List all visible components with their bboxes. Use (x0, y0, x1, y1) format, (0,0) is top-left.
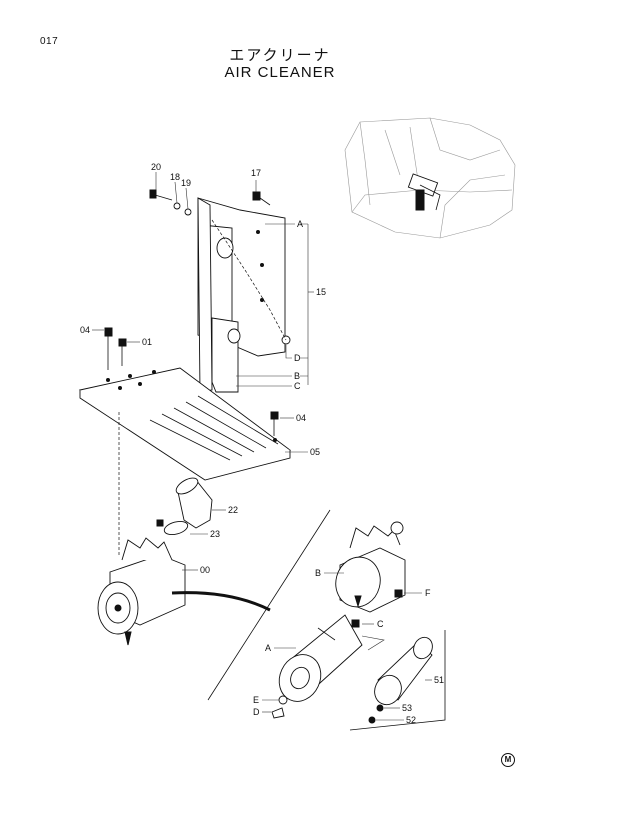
callout-18: 18 (170, 172, 180, 182)
callout-C: C (294, 381, 301, 391)
machine-location-sketch (344, 117, 516, 239)
detail-callout-E: E (253, 695, 259, 705)
bracket-assembly (149, 189, 291, 393)
title-english: AIR CLEANER (224, 64, 336, 81)
callout-B: B (294, 371, 300, 381)
detail-callout-F: F (425, 588, 431, 598)
callout-01: 01 (142, 337, 152, 347)
manufacturer-logo: M (501, 753, 515, 767)
callout-19: 19 (181, 178, 191, 188)
air-cleaner-assembly (97, 537, 198, 646)
detail-callout-D: D (253, 707, 260, 717)
title-japanese: エアクリーナ (229, 46, 331, 64)
page-number: 017 (40, 36, 59, 47)
detail-callout-A: A (265, 643, 271, 653)
callout-23: 23 (210, 529, 220, 539)
detail-callout-C: C (377, 619, 384, 629)
callout-22: 22 (228, 505, 238, 515)
callout-52: 52 (406, 715, 416, 725)
callout-04-plate: 04 (296, 413, 306, 423)
wing-nut-parts (262, 695, 288, 719)
callout-20: 20 (151, 162, 161, 172)
callout-05: 05 (310, 447, 320, 457)
callout-17: 17 (251, 168, 261, 178)
callout-A: A (297, 219, 303, 229)
callout-53: 53 (402, 703, 412, 713)
detail-callout-B: B (315, 568, 321, 578)
intake-hose (156, 477, 226, 536)
safety-element (368, 636, 433, 724)
primary-element (274, 614, 385, 702)
callout-51: 51 (434, 675, 444, 685)
callout-D: D (294, 353, 301, 363)
callout-15: 15 (316, 287, 326, 297)
exploded-housing (324, 521, 422, 613)
callout-00: 00 (200, 565, 210, 575)
callout-04-top: 04 (80, 325, 90, 335)
mounting-plate (78, 327, 292, 555)
